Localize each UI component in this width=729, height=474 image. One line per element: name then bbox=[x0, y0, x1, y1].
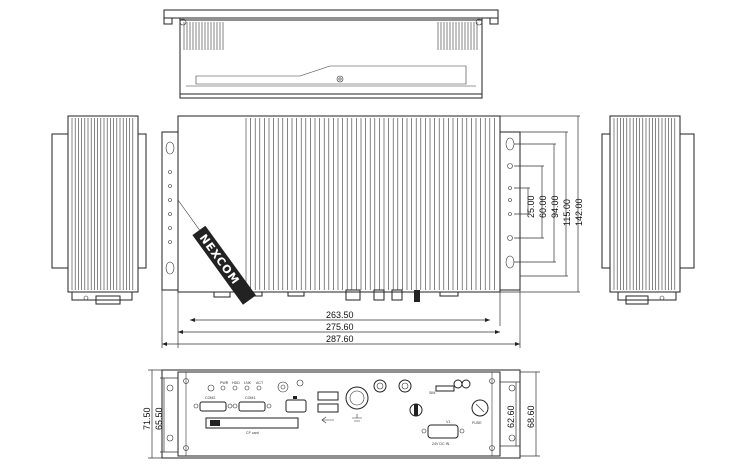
rear-view: PWR HDD LNK ACT COM2 COM1 CF card bbox=[161, 369, 521, 459]
fuse-label: FUSE bbox=[472, 421, 482, 425]
dc-in-label: 24V DC IN bbox=[432, 442, 450, 446]
dim-height-25-00: 25.00 bbox=[526, 195, 536, 218]
dim-height-60-00: 60.00 bbox=[538, 195, 548, 218]
left-side-view bbox=[51, 115, 147, 305]
dim-rear-68-60: 68.60 bbox=[526, 405, 536, 428]
sim-label: SIM bbox=[429, 391, 435, 395]
com2-label: COM2 bbox=[205, 396, 215, 400]
led-act-label: ACT bbox=[256, 381, 264, 385]
com1-label: COM1 bbox=[245, 396, 255, 400]
front-width-dimensions: 263.50 275.60 287.60 bbox=[161, 290, 521, 348]
led-pwr-label: PWR bbox=[220, 381, 229, 385]
dim-rear-65-50: 65.50 bbox=[154, 407, 164, 430]
dim-height-94-00: 94.00 bbox=[550, 195, 560, 218]
right-side-view bbox=[601, 115, 695, 305]
front-view: NEXCOM bbox=[161, 115, 521, 305]
led-lnk-label: LNK bbox=[244, 381, 252, 385]
v1-label: V1 bbox=[446, 420, 450, 424]
top-view bbox=[163, 9, 499, 99]
dim-height-115-00: 115.00 bbox=[562, 199, 572, 226]
led-hdd-label: HDD bbox=[232, 381, 240, 385]
dim-width-287-60: 287.60 bbox=[326, 334, 354, 344]
cf-card-label: CF card bbox=[246, 431, 259, 435]
dim-height-142-00: 142.00 bbox=[574, 198, 584, 226]
dim-width-275-60: 275.60 bbox=[326, 322, 354, 332]
rear-right-dimensions: 62.60 68.60 bbox=[500, 371, 540, 457]
front-height-dimensions: 25.00 60.00 94.00 115.00 142.00 bbox=[500, 115, 584, 293]
brand-logo: NEXCOM bbox=[197, 232, 242, 288]
dim-width-263-50: 263.50 bbox=[326, 310, 354, 320]
dim-rear-62-60: 62.60 bbox=[506, 405, 516, 428]
rear-left-dimensions: 71.50 65.50 bbox=[142, 369, 178, 459]
dim-rear-71-50: 71.50 bbox=[142, 407, 152, 430]
